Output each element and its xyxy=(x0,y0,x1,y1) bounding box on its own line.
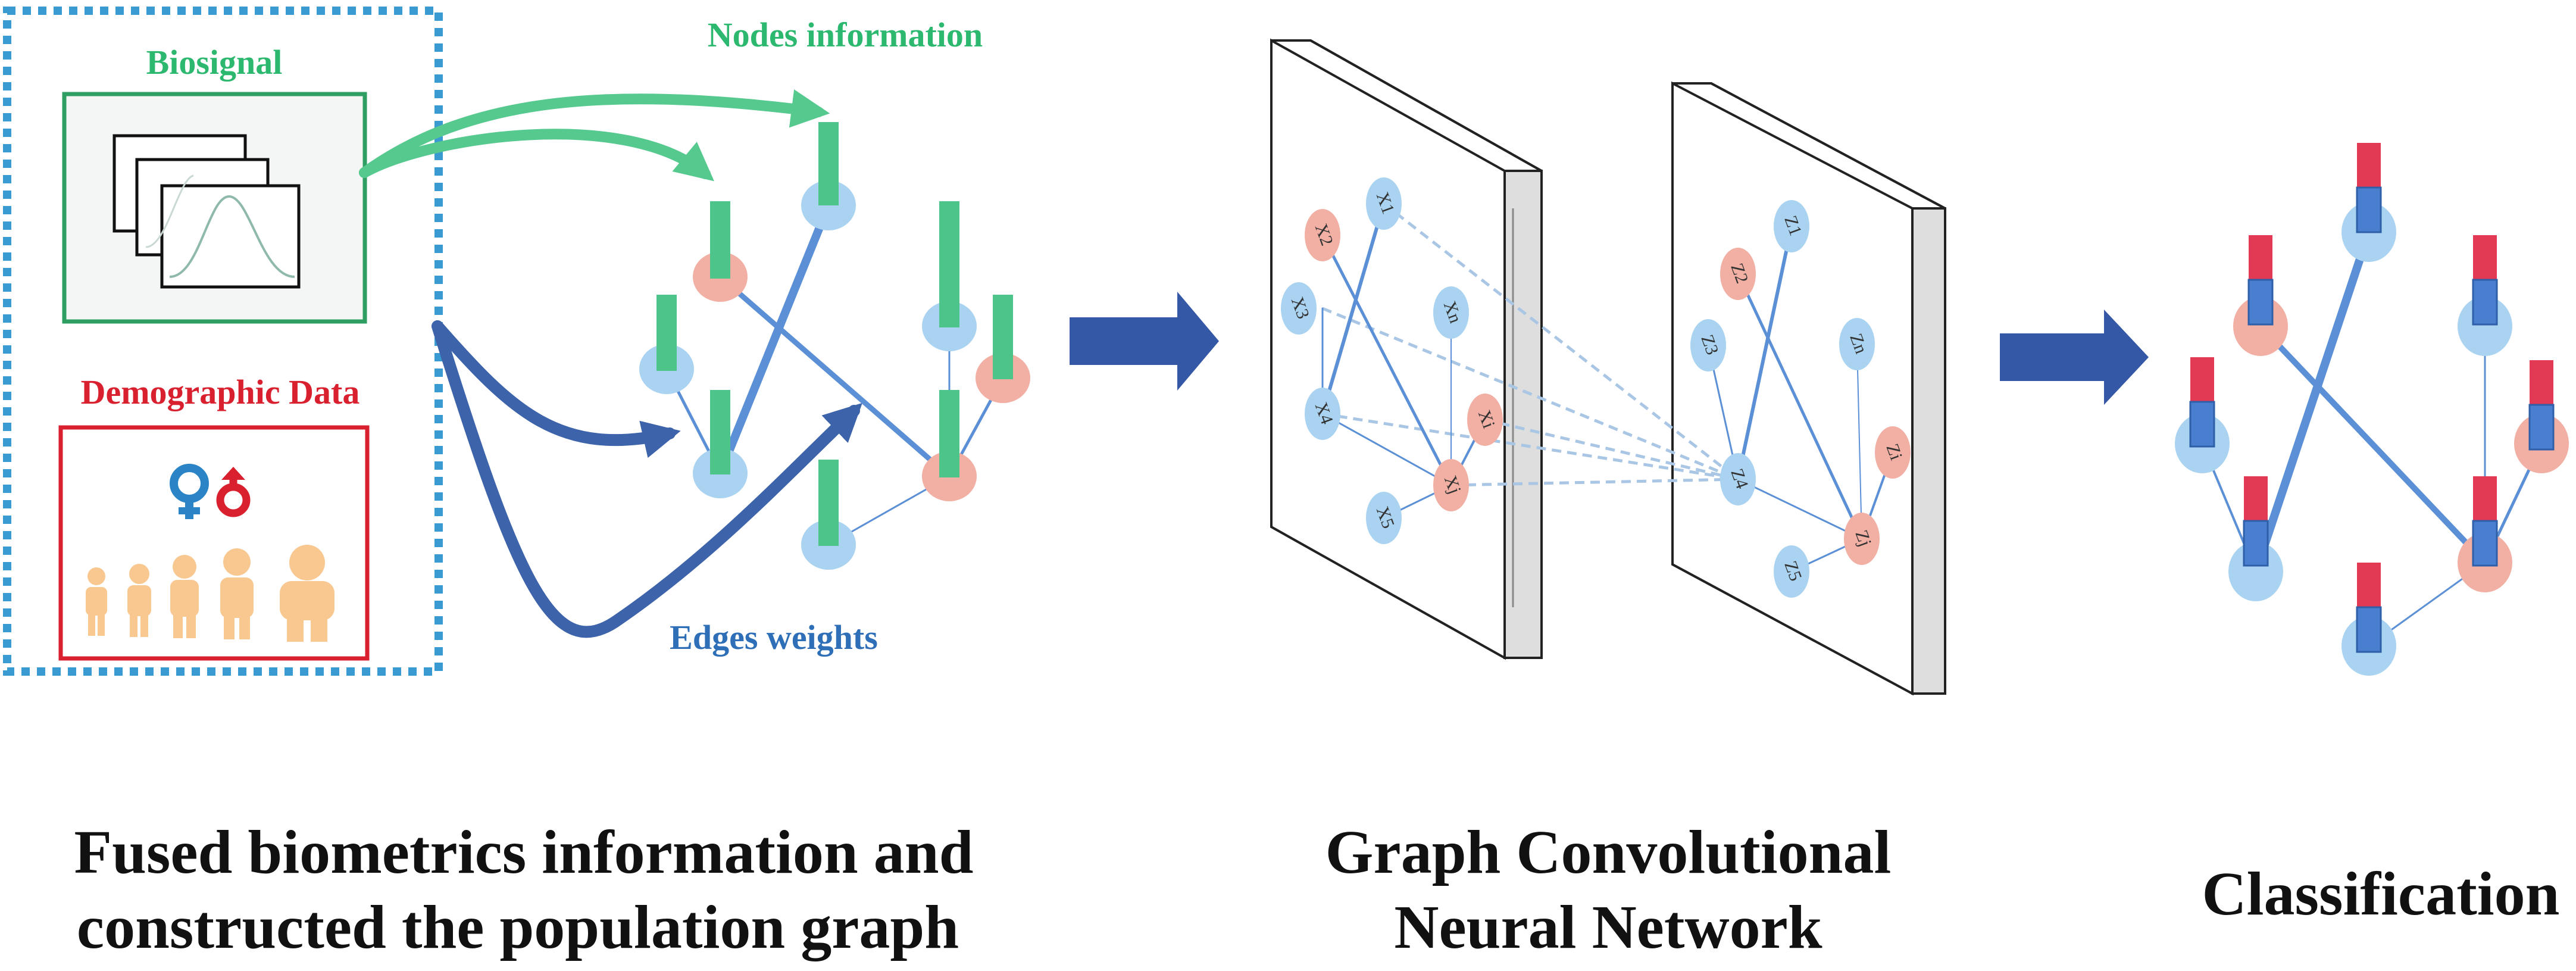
gcn-layer-1-edges xyxy=(1321,202,1486,519)
class-output-bar xyxy=(2472,235,2498,326)
node-feature-bar xyxy=(939,390,959,477)
layer1-node-x4 xyxy=(1305,388,1340,440)
layer1-node-x5 xyxy=(1366,492,1402,544)
gcn-panel: X1 X2 X3 Xn X4 Xi Xj X5 xyxy=(1270,38,1946,696)
class-output-bar xyxy=(2472,476,2498,567)
layer2-node-z1 xyxy=(1774,200,1809,252)
node-feature-bar xyxy=(710,390,730,474)
classification-graph xyxy=(2175,143,2569,676)
caption-population-graph-line2: constructed the population graph xyxy=(77,893,959,961)
classification-output-bars xyxy=(2189,143,2555,653)
population-graph-feature-bars xyxy=(656,122,1013,546)
class-node xyxy=(2233,296,2288,356)
layer2-node-z4 xyxy=(1720,453,1756,505)
layer1-node-xi xyxy=(1467,394,1503,446)
node-feature-bar xyxy=(993,295,1013,379)
layer2-node-z5 xyxy=(1774,545,1809,598)
class-output-bar xyxy=(2189,357,2215,448)
edge-weight-arrows xyxy=(432,320,862,638)
class-output-bar xyxy=(2243,476,2269,567)
layer1-node-x1 xyxy=(1366,177,1402,230)
caption-gcn-line2: Neural Network xyxy=(1394,893,1822,961)
layer2-node-z3 xyxy=(1690,319,1726,371)
edges-weights-label: Edges weights xyxy=(670,618,878,657)
caption-population-graph-line1: Fused biometrics information and xyxy=(74,818,974,886)
class-output-bar xyxy=(2528,360,2555,451)
male-symbol-icon xyxy=(216,467,251,517)
layer1-node-x2 xyxy=(1305,209,1340,261)
node-feature-bar xyxy=(818,460,839,546)
node-feature-bar xyxy=(818,122,839,205)
gcn-layer-1 xyxy=(1270,38,1543,660)
layer2-node-zn xyxy=(1839,318,1875,370)
node-feature-bar xyxy=(710,201,730,279)
people-icon xyxy=(86,545,334,642)
nodes-information-label: Nodes information xyxy=(708,15,983,54)
population-graph xyxy=(639,122,1030,570)
female-symbol-icon xyxy=(170,464,209,519)
gcn-layer-2-nodes: Z1 Z2 Z3 Zn Z4 Zi Zj Z5 xyxy=(1690,200,1911,598)
input-panel: Biosignal Demographic Data xyxy=(3,7,443,676)
layer2-node-zi xyxy=(1875,426,1911,479)
node-feature-bar xyxy=(939,201,959,327)
gcn-layer-2 xyxy=(1671,81,1946,696)
layer2-node-z2 xyxy=(1720,248,1756,300)
node-feature-bar xyxy=(656,295,677,371)
node-info-arrows xyxy=(359,89,830,182)
caption-gcn-line1: Graph Convolutional xyxy=(1325,818,1892,886)
caption-classification: Classification xyxy=(2202,860,2560,928)
class-output-bar xyxy=(2356,143,2382,233)
class-node xyxy=(2228,542,2283,601)
waveform-icon xyxy=(112,134,301,289)
class-node xyxy=(2458,296,2512,356)
layer2-node-zj xyxy=(1844,513,1880,565)
captions: Fused biometrics information and constru… xyxy=(74,818,2560,961)
forward-arrow-1 xyxy=(1070,292,1219,391)
layer1-node-xn xyxy=(1433,286,1469,339)
class-output-bar xyxy=(2247,235,2274,326)
biosignal-label: Biosignal xyxy=(146,43,283,82)
layer1-node-x3 xyxy=(1281,282,1317,335)
gcn-receptive-field-lines xyxy=(1322,202,1739,487)
layer1-node-xj xyxy=(1433,459,1469,511)
class-output-bar xyxy=(2356,563,2382,653)
gcn-layer-1-nodes: X1 X2 X3 Xn X4 Xi Xj X5 xyxy=(1281,177,1503,544)
demographic-label: Demographic Data xyxy=(81,373,360,411)
forward-arrow-2 xyxy=(2000,310,2149,405)
